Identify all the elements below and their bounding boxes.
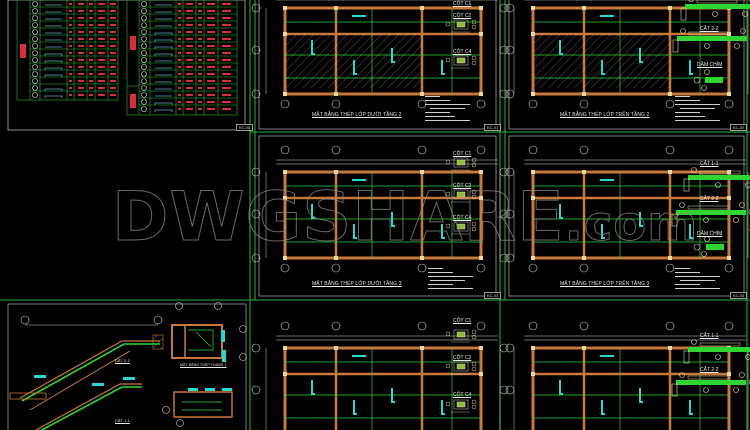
- sheet-label-kc04: KC-04: [730, 292, 748, 299]
- sheet-label-kc03: KC-03: [484, 292, 502, 299]
- watermark-main-text: DWGSHARE: [112, 178, 565, 258]
- detail-cot-c2-bottom: CỘT C2: [453, 355, 472, 361]
- detail-dam-chim-top: DẦM CHÌM: [697, 62, 723, 68]
- detail-cot-c4-bottom: CỘT C4: [453, 392, 472, 398]
- dam-chim-detail-1: [693, 69, 723, 91]
- detail-cat-11-bottom: CẮT 1-1: [700, 333, 719, 339]
- sheet-title-plan-bottom-3: MẶT BẰNG THÉP LỚP DƯỚI TẦNG 3: [312, 281, 402, 287]
- detail-cot-c1-bottom: CỘT C1: [453, 318, 472, 324]
- detail-cat-11-mid: CẮT 1-1: [700, 161, 719, 167]
- detail-cot-c1-mid: CỘT C1: [453, 151, 472, 157]
- stair-cat-11-label: CẮT 1-1: [115, 418, 130, 423]
- detail-cot-c4-top: CỘT C4: [453, 49, 472, 55]
- sheet-title-plan-top-3: MẶT BẰNG THÉP LỚP TRÊN TẦNG 3: [560, 281, 650, 287]
- plan-bottom-4: [250, 320, 516, 430]
- detail-cat-22-top: CẮT 2-2: [700, 26, 719, 32]
- detail-cot-c4-mid: CỘT C4: [453, 215, 472, 221]
- watermark-suffix-text: .com: [564, 196, 699, 253]
- plan-bottom-2: [250, 0, 516, 110]
- sheet-label-kc02: KC-02: [730, 124, 748, 131]
- sheet-title-plan-top-2: MẶT BẰNG THÉP LỚP TRÊN TẦNG 2: [560, 112, 650, 118]
- stair-cat-22-label: CẮT 2-2: [115, 358, 130, 363]
- sheet-title-plan-bottom-2: MẶT BẰNG THÉP LỚP DƯỚI TẦNG 2: [312, 112, 402, 118]
- sheet-label-kc01: KC-01: [484, 124, 502, 131]
- sheet-label-kc06: KC-06: [236, 124, 254, 131]
- plan-top-2: [498, 0, 750, 110]
- detail-cat-22-mid: CẮT 2-2: [700, 196, 719, 202]
- sheet-title-stair: MẶT BẰNG THÉP THANG 1: [180, 363, 227, 367]
- detail-cot-c2-top: CỘT C2: [453, 13, 472, 19]
- detail-dam-chim-mid: DẦM CHÌM: [697, 231, 723, 237]
- rebar-schedule-sheet: [7, 0, 246, 131]
- watermark: DWGSHARE.com: [112, 178, 699, 258]
- detail-cot-c1-top: CỘT C1: [453, 1, 472, 7]
- dam-chim-detail-2: [693, 236, 724, 257]
- stair-sections: [9, 302, 247, 430]
- detail-cot-c2-mid: CỘT C2: [453, 183, 472, 189]
- detail-cat-22-bottom: CẮT 2-2: [700, 367, 719, 373]
